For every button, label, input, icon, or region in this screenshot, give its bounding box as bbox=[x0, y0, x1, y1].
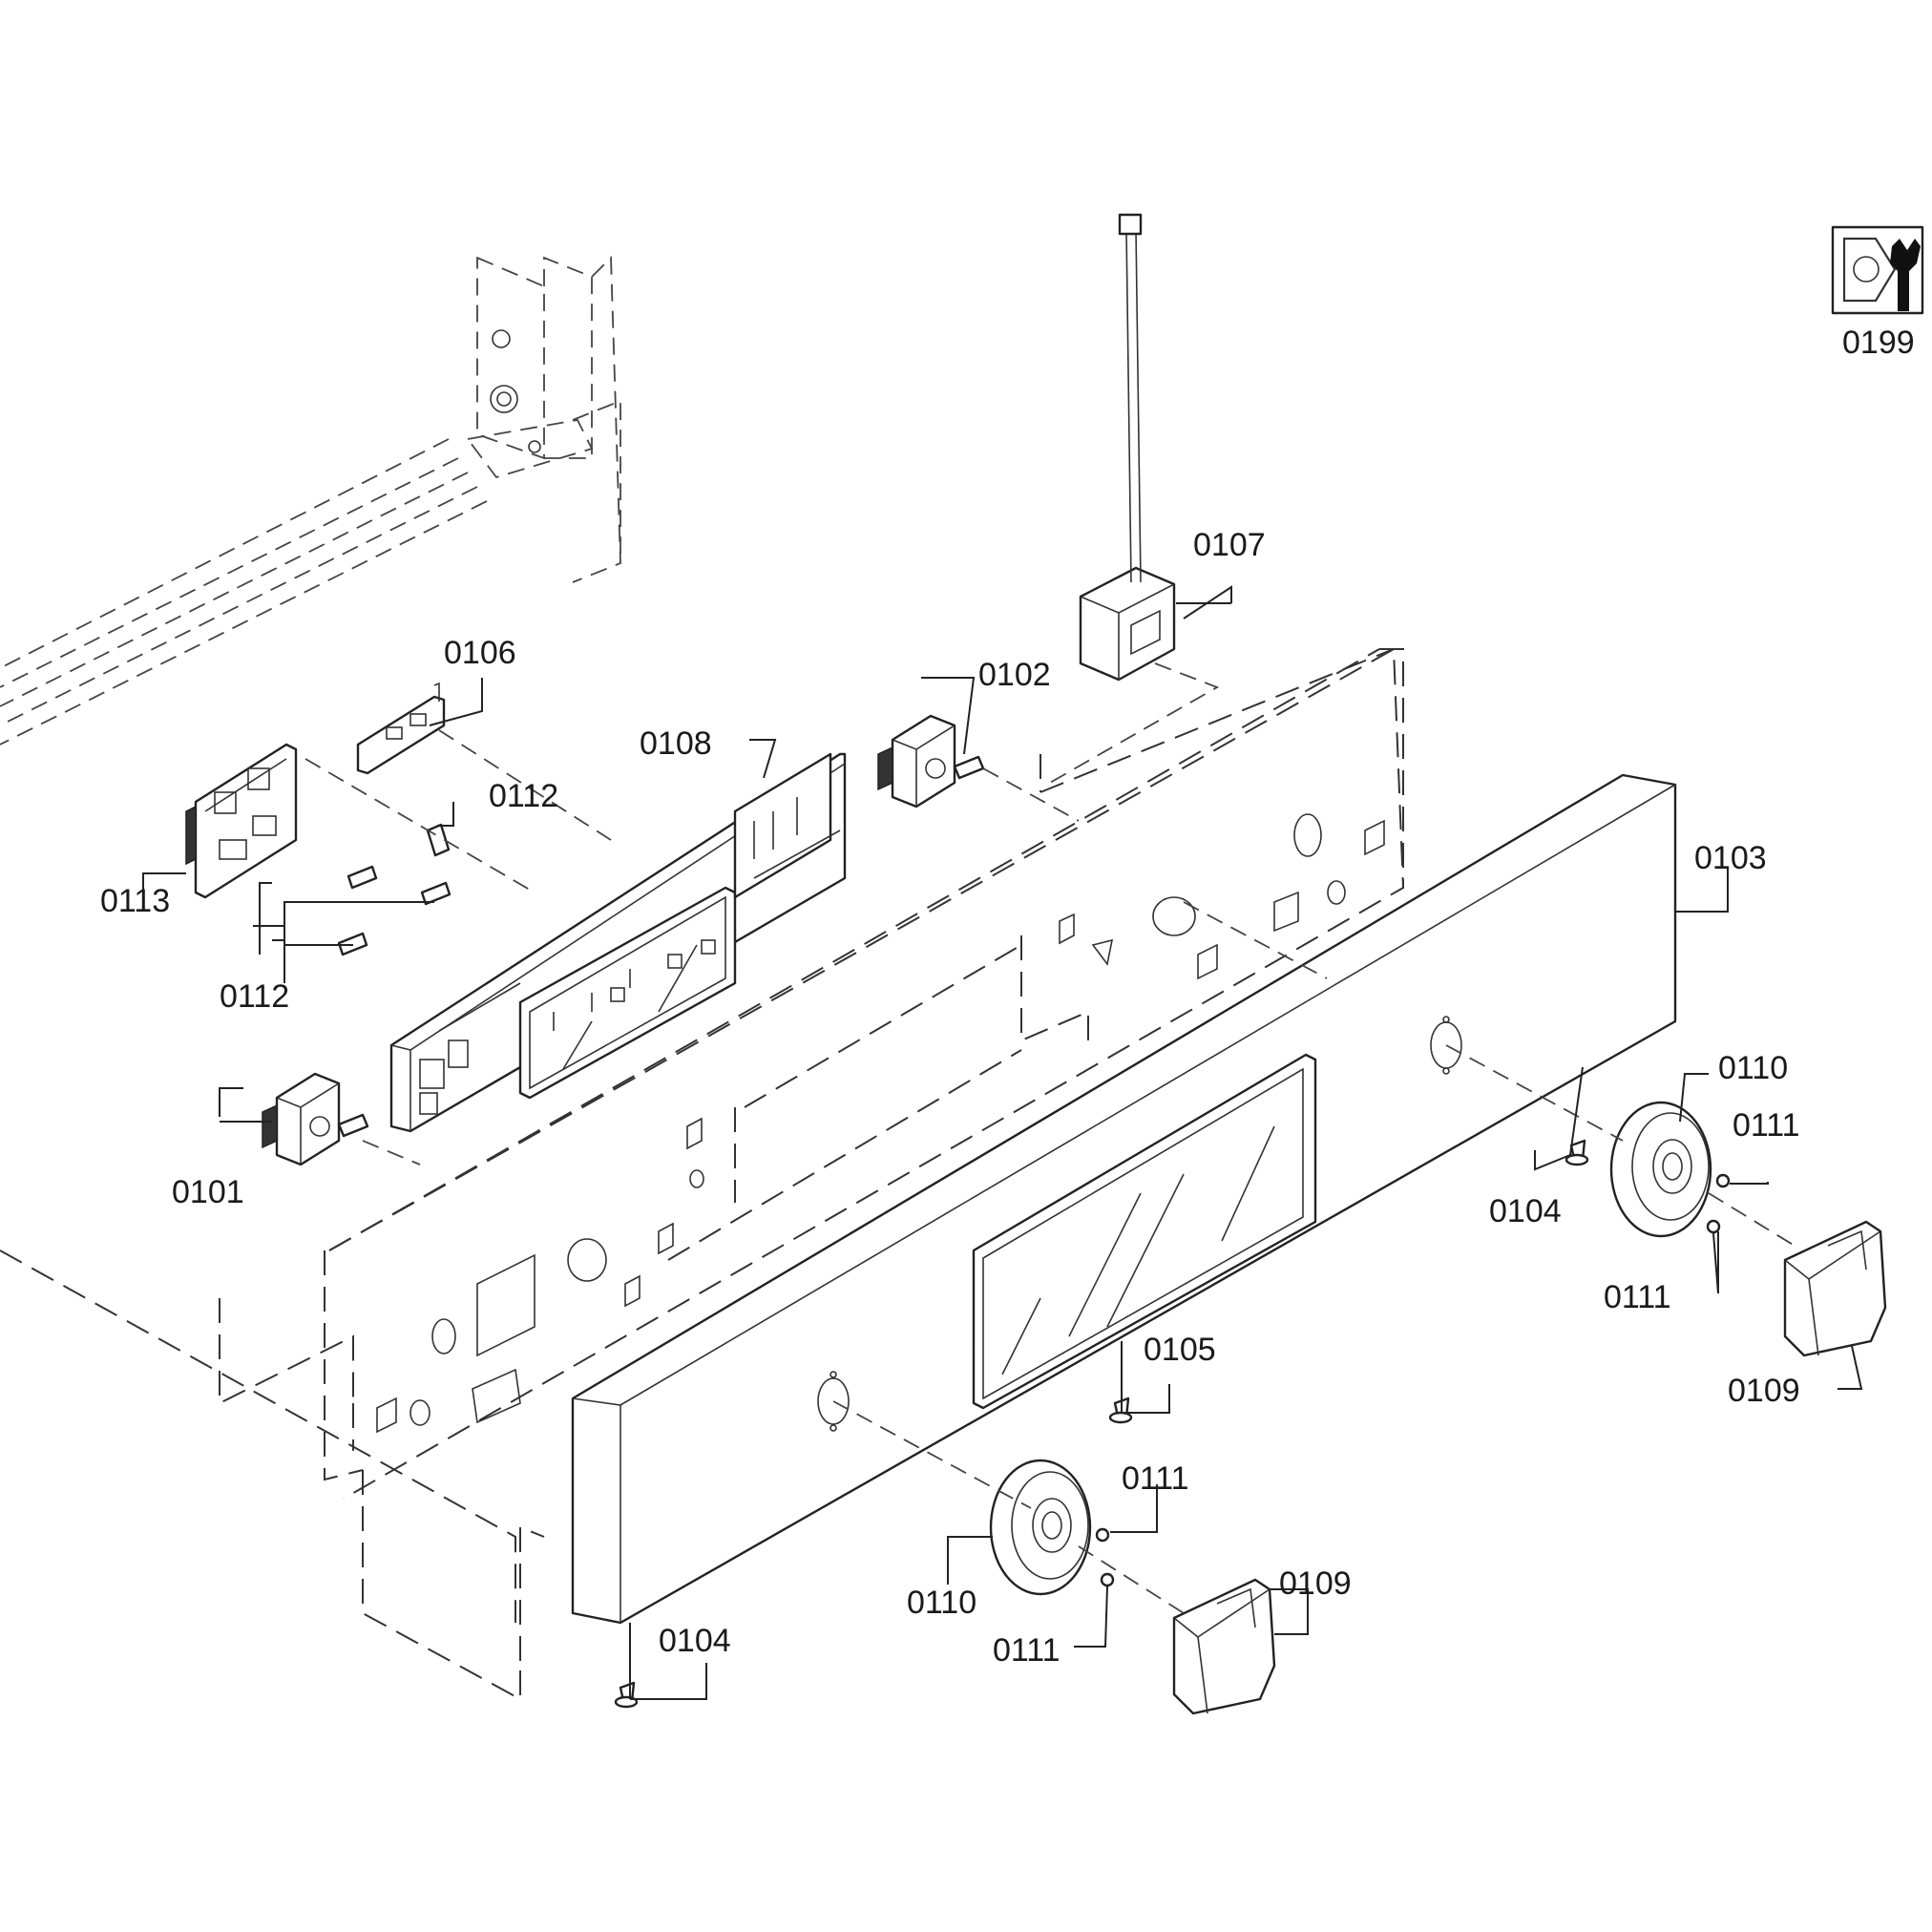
rotary-encoder-right bbox=[877, 714, 985, 808]
label-0113: 0113 bbox=[100, 883, 170, 919]
label-0104-left: 0104 bbox=[659, 1623, 731, 1659]
frame-cutouts bbox=[376, 813, 1385, 1434]
circuit-board bbox=[185, 743, 298, 899]
assembly-guides bbox=[304, 662, 1796, 1614]
label-0110-right: 0110 bbox=[1718, 1050, 1788, 1086]
label-0102: 0102 bbox=[978, 657, 1051, 693]
label-0108: 0108 bbox=[640, 725, 712, 762]
label-0111-left-upper: 0111 bbox=[1122, 1460, 1189, 1497]
label-0111-right-upper: 0111 bbox=[1732, 1107, 1800, 1144]
label-0111-right-lower: 0111 bbox=[1604, 1279, 1671, 1315]
small-circuit-board bbox=[356, 682, 446, 775]
label-0111-left-lower: 0111 bbox=[993, 1632, 1060, 1669]
label-0112-lower: 0112 bbox=[220, 978, 289, 1015]
fascia-screws bbox=[614, 1139, 1731, 1709]
label-0103: 0103 bbox=[1694, 840, 1767, 876]
label-0105: 0105 bbox=[1144, 1332, 1216, 1368]
label-0109-right: 0109 bbox=[1728, 1373, 1800, 1409]
knob-ring-right bbox=[1609, 1101, 1712, 1238]
control-module bbox=[389, 752, 847, 1133]
leader-lines bbox=[142, 585, 1863, 1700]
label-0104-right: 0104 bbox=[1489, 1193, 1562, 1229]
part-labels: 0107 0106 0102 0108 0112 0113 0112 0101 … bbox=[100, 325, 1915, 1669]
rotary-encoder-left bbox=[262, 1072, 369, 1166]
label-0101: 0101 bbox=[172, 1174, 244, 1210]
front-fascia-panel bbox=[571, 773, 1677, 1625]
label-0109-left: 0109 bbox=[1279, 1565, 1352, 1602]
label-0112-upper: 0112 bbox=[489, 778, 558, 814]
connector-module bbox=[1079, 213, 1176, 682]
label-0110-left: 0110 bbox=[907, 1585, 976, 1621]
label-0106: 0106 bbox=[444, 635, 516, 671]
screws-board-mount bbox=[337, 823, 452, 956]
label-0199: 0199 bbox=[1842, 325, 1915, 361]
label-0107: 0107 bbox=[1193, 527, 1266, 563]
knob-ring-left bbox=[989, 1459, 1092, 1596]
control-knob-right bbox=[1783, 1220, 1887, 1357]
nut-and-wrench-icon bbox=[1831, 225, 1924, 315]
control-knob-left bbox=[1172, 1578, 1276, 1715]
oven-housing-outline bbox=[0, 255, 1405, 1701]
